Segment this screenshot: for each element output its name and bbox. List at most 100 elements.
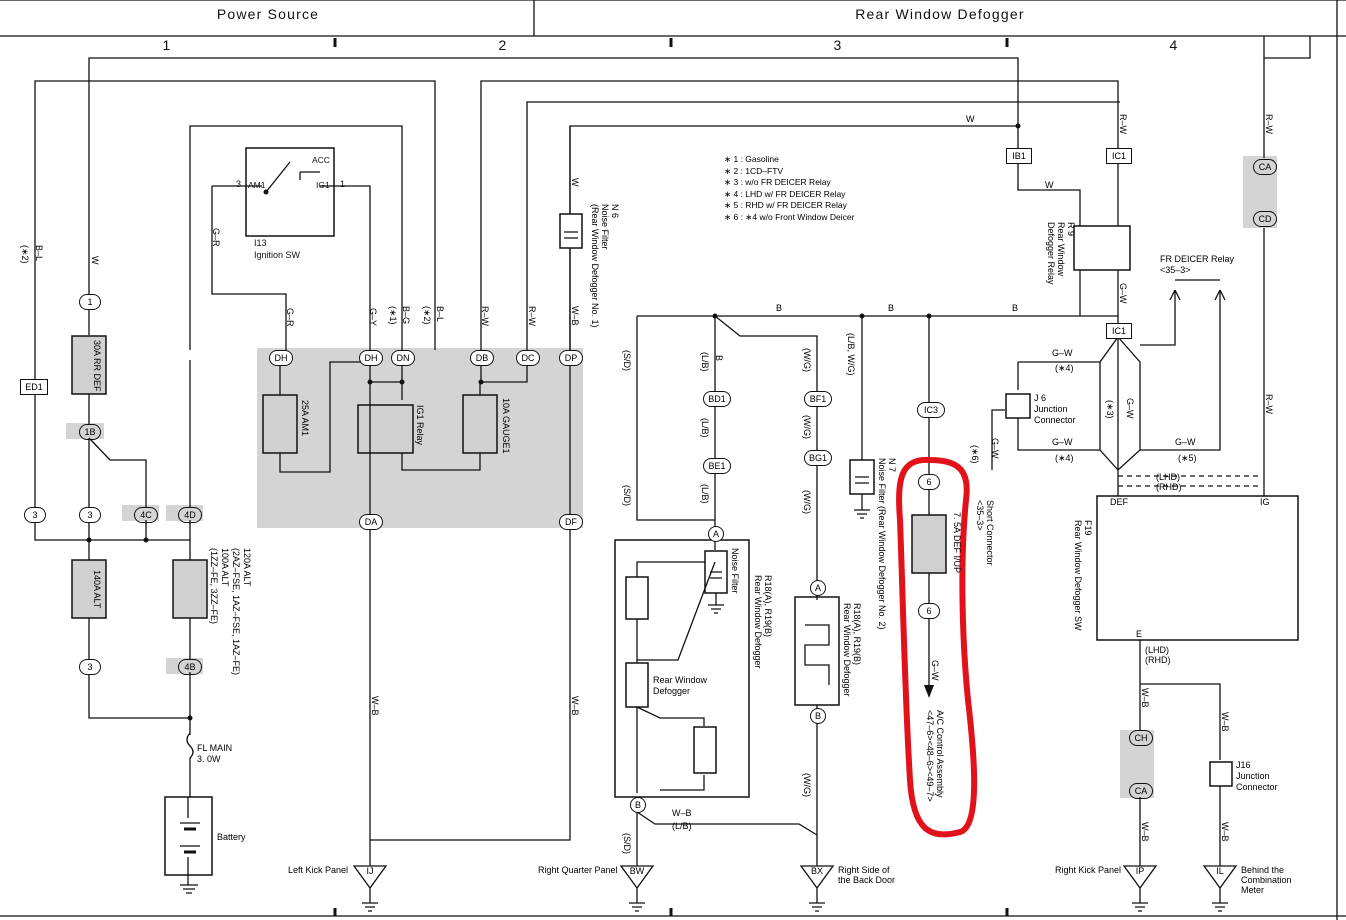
rear-window-defogger-right-label: R18(A), R19(B) Rear Window Defogger — [842, 603, 862, 697]
ground-bw-label: Right Quarter Panel — [538, 865, 618, 875]
connector-a-right: A — [810, 580, 826, 596]
ignition-sw-id: I13 — [254, 238, 267, 248]
wire-label-wb-6: W–B — [1140, 822, 1150, 842]
alt-fuse — [71, 559, 107, 619]
wire-label-w-3: W — [966, 114, 975, 124]
connector-ed1: ED1 — [20, 379, 48, 395]
wire-label-w-2: W — [570, 178, 580, 187]
noise-filter-n6 — [559, 213, 583, 249]
wire-label-sd-3: (S/D) — [622, 833, 632, 854]
svg-text:3: 3 — [236, 179, 241, 189]
wire-label-wb-4: W–B — [672, 808, 692, 818]
wire-label-w-4: W — [1045, 180, 1054, 190]
connector-ic3: IC3 — [917, 402, 945, 418]
wire-label-gw-1: G–W — [1118, 283, 1128, 304]
wire-label-lbwg: (L/B, W/G) — [846, 333, 856, 376]
wire-note-5a: (∗5) — [1178, 453, 1197, 463]
column-number-3: 3 — [834, 37, 843, 53]
wire-label-wb-1: W–B — [570, 306, 580, 326]
e-terminal-label: E — [1136, 629, 1143, 639]
connector-dn: DN — [391, 350, 415, 366]
rear-window-defogger-left-label: R18(A), R19(B) Rear Window Defogger — [753, 575, 773, 669]
def-terminal-label: DEF — [1110, 497, 1128, 507]
connector-6-bottom: 6 — [918, 603, 940, 619]
wire-label-wb-7: W–B — [1220, 712, 1230, 732]
wire-label-w-1: W — [90, 256, 100, 265]
ground-ip-label: Right Kick Panel — [1055, 865, 1122, 875]
connector-be1: BE1 — [703, 458, 731, 474]
connector-3b: 3 — [79, 507, 101, 523]
ig1-relay-label: IG1 Relay — [415, 405, 425, 446]
wire-label-wb-8: W–B — [1220, 822, 1230, 842]
connector-4c: 4C — [134, 507, 158, 523]
wire-label-gw-4: G–W — [1175, 437, 1196, 447]
alt-fuse-label: 140A ALT — [92, 570, 102, 609]
wire-label-gw-6: G–W — [990, 438, 1000, 459]
wire-label-wg-2: (W/G) — [802, 415, 812, 439]
wire-label-gw-2: G–W — [1052, 348, 1073, 358]
connector-ch: CH — [1129, 730, 1153, 746]
connector-ib1: IB1 — [1006, 148, 1032, 164]
gauge-fuse — [462, 394, 498, 454]
red-highlight-outline — [896, 456, 978, 838]
rear-window-defogger-sw — [1096, 495, 1299, 641]
column-number-2: 2 — [499, 37, 508, 53]
ig1-relay — [357, 404, 414, 454]
connector-3a: 3 — [24, 507, 46, 523]
junction-j16-label: J16 Junction Connector — [1236, 760, 1278, 792]
ig-terminal-label: IG — [1260, 497, 1270, 507]
noise-filter-n6-label: N 6 Noise Filter (Rear Window Defogger N… — [590, 204, 620, 328]
fl-main-label: FL MAIN 3. 0W — [197, 743, 233, 764]
wire-label-bl: B–L — [34, 245, 44, 262]
ground-ij-code: IJ — [366, 866, 374, 876]
def-iup-fuse — [911, 514, 947, 574]
connector-a-left: A — [708, 526, 724, 542]
connector-bg1: BG1 — [804, 450, 832, 466]
wire-note-6: (∗6) — [970, 445, 980, 464]
defogger-sw-label: F19 Rear Window Defogger SW — [1073, 520, 1093, 631]
connector-dc: DC — [516, 350, 540, 366]
alt-fuse-2 — [172, 559, 208, 619]
junction-j6 — [1005, 393, 1031, 419]
wire-label-gw-5: G–W — [930, 660, 940, 681]
wire-label-wb-5: W–B — [1140, 688, 1150, 708]
svg-text:1: 1 — [340, 179, 345, 189]
lhd-rhd-pins-lower: (LHD) (RHD) — [1145, 645, 1171, 665]
ground-ip-code: IP — [1135, 866, 1145, 876]
ground-bx-label: Right Side of the Back Door — [838, 865, 896, 885]
wire-note-3: (∗3) — [1105, 400, 1115, 419]
column-marks — [333, 38, 1009, 916]
connector-ca-top: CA — [1253, 159, 1277, 175]
section-title-power-source: Power Source — [217, 6, 319, 22]
note-3: ∗ 3 : w/o FR DEICER Relay — [724, 177, 831, 187]
ground-il-code: IL — [1216, 866, 1224, 876]
note-4: ∗ 4 : LHD w/ FR DEICER Relay — [724, 188, 846, 199]
ground-ij-label: Left Kick Panel — [288, 865, 349, 875]
connector-4d: 4D — [178, 507, 202, 523]
wire-label-gw-3: G–W — [1052, 437, 1073, 447]
wire-label-b-1: B — [776, 303, 783, 313]
ignition-switch — [211, 147, 371, 350]
wire-note-2b: (∗2) — [422, 306, 432, 325]
wire-note-4b: (∗4) — [1055, 453, 1074, 463]
defogger-relay — [1073, 225, 1131, 271]
wire-label-b-3: B — [1012, 303, 1019, 313]
wire-label-bg-1: B–G — [401, 306, 411, 325]
column-number-4: 4 — [1170, 37, 1179, 53]
wire-label-gr: G–R — [211, 228, 221, 247]
connector-1b: 1B — [79, 424, 101, 440]
connector-dh-5: DH — [359, 350, 383, 366]
connector-ic1-mid: IC1 — [1106, 323, 1132, 339]
ignition-sw-name: Ignition SW — [254, 250, 301, 260]
am1-fuse — [262, 394, 298, 454]
acc-label: ACC — [312, 155, 330, 165]
wire-label-bl-2: B–L — [435, 306, 445, 323]
short-connector-label: Short Connector <35–3> — [975, 500, 995, 566]
connector-ic1-top: IC1 — [1106, 148, 1132, 164]
ground-bx-code: BX — [810, 866, 823, 876]
wire-label-gr-2: G–R — [285, 308, 295, 327]
wire-note-2a: (∗2) — [20, 245, 30, 264]
connector-da: DA — [359, 514, 383, 530]
connector-cd: CD — [1253, 211, 1277, 227]
gauge-fuse-label: 10A GAUGE1 — [501, 398, 511, 454]
